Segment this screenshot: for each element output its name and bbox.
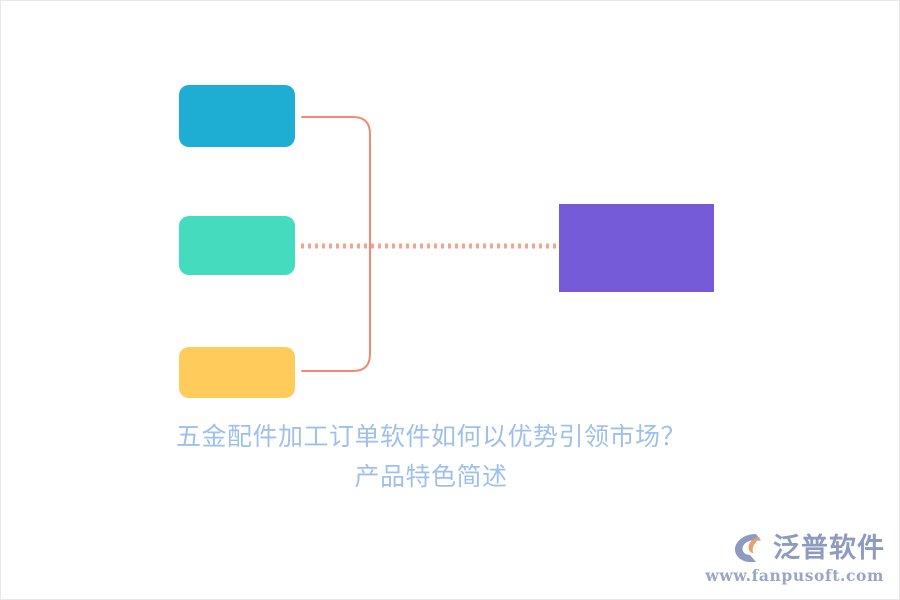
watermark-logo: 泛普软件 www.fanpusoft.com [705, 533, 885, 585]
fanpu-logo-icon [735, 534, 761, 562]
connector-blue-to-trunk [301, 116, 371, 247]
page-title-line-2: 产品特色简述 [354, 462, 508, 491]
watermark-brand-row: 泛普软件 [734, 533, 885, 563]
diagram-node-yellow[interactable] [179, 347, 295, 398]
watermark-brand-text: 泛普软件 [773, 532, 885, 564]
watermark-url-text: www.fanpusoft.com [705, 566, 884, 585]
diagram-node-green[interactable] [179, 216, 295, 275]
page-title: 五金配件加工订单软件如何以优势引领市场？ 产品特色简述 [1, 417, 861, 497]
diagram-node-purple[interactable] [559, 204, 714, 292]
diagram-node-blue[interactable] [179, 85, 295, 147]
page-title-line-1: 五金配件加工订单软件如何以优势引领市场？ [175, 422, 686, 451]
connector-yellow-to-trunk [301, 353, 371, 372]
